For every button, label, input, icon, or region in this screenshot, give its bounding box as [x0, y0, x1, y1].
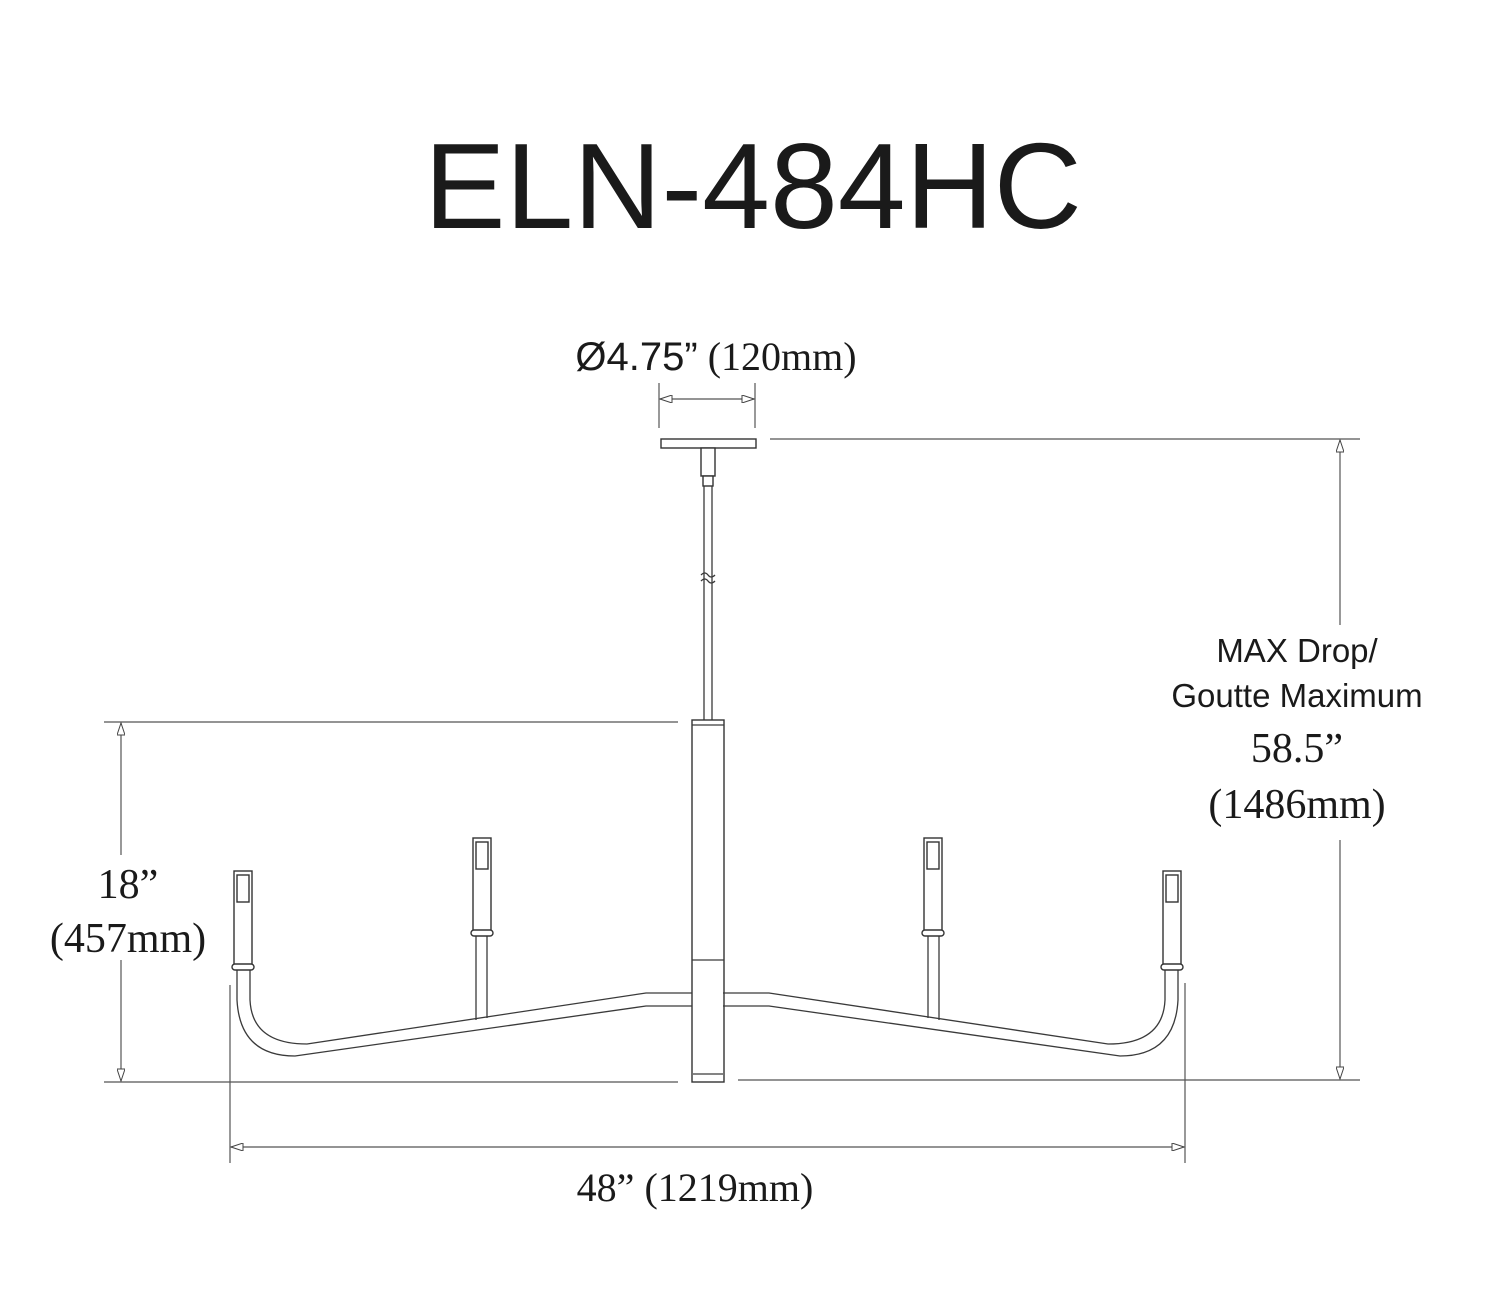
- body-height-value: 18”: [98, 862, 159, 908]
- body-height-dimension: 18” (457mm): [50, 721, 678, 1083]
- canopy-diameter-metric: (120mm): [708, 334, 857, 379]
- max-drop-metric: (1486mm): [1208, 782, 1385, 828]
- break-symbol: [700, 572, 716, 584]
- chandelier: [231, 438, 1184, 1083]
- max-drop-label: MAX Drop/: [1216, 632, 1378, 669]
- width-value: 48”: [577, 1165, 635, 1210]
- svg-text:48”(1219mm): 48”(1219mm): [577, 1165, 814, 1210]
- max-drop-label-fr: Goutte Maximum: [1171, 677, 1422, 714]
- canopy-diameter-dimension: Ø4.75”(120mm): [575, 334, 857, 428]
- center-body: [691, 719, 725, 1083]
- svg-text:Ø4.75”(120mm): Ø4.75”(120mm): [575, 334, 856, 379]
- max-drop-value: 58.5”: [1251, 726, 1343, 772]
- canopy: [660, 438, 757, 449]
- model-title: ELN-484HC: [424, 118, 1082, 254]
- canopy-diameter-value: Ø4.75”: [575, 335, 697, 379]
- width-dimension: 48”(1219mm): [229, 983, 1186, 1210]
- width-metric: (1219mm): [644, 1165, 813, 1210]
- body-height-metric: (457mm): [50, 916, 206, 962]
- right-arm: [722, 837, 1184, 1057]
- max-drop-dimension: MAX Drop/ Goutte Maximum 58.5” (1486mm): [738, 438, 1423, 1081]
- left-arm: [231, 837, 692, 1057]
